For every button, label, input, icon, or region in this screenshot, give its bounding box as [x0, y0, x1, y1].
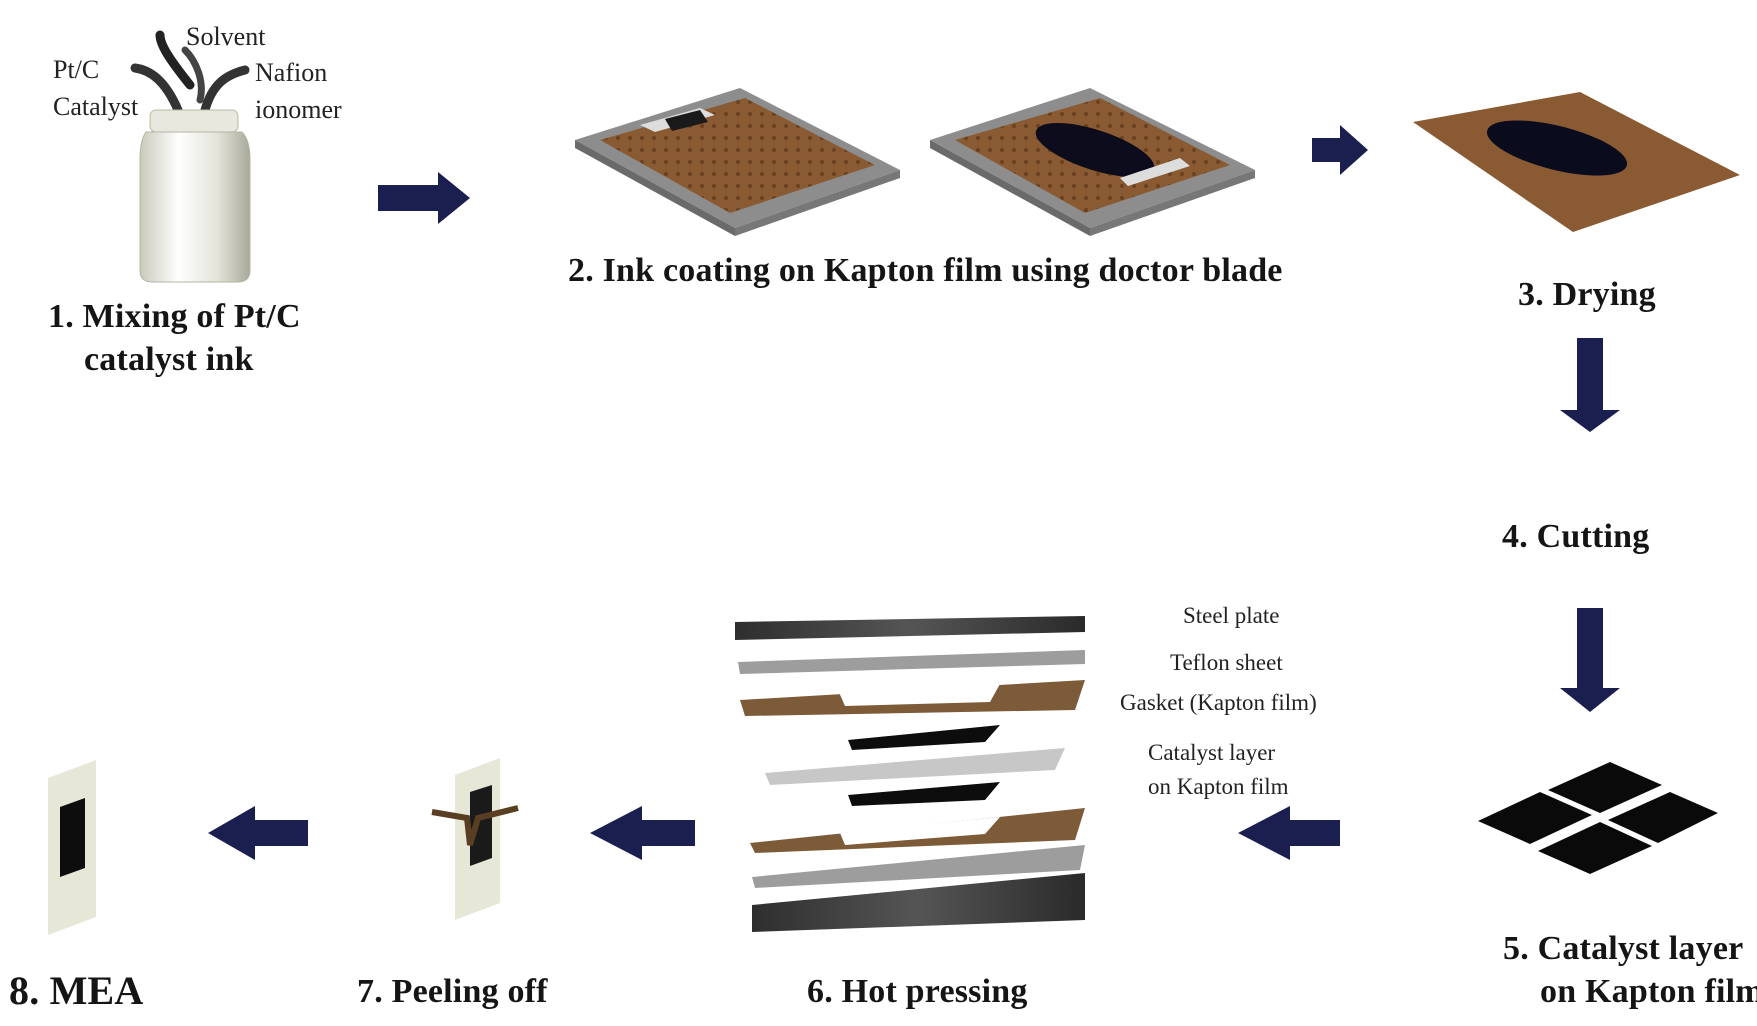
- peeling-illustration: [431, 758, 519, 920]
- mea-illustration: [48, 760, 96, 935]
- step-1-title: 1. Mixing of Pt/C: [48, 298, 301, 335]
- hot-press-stack: [735, 616, 1085, 932]
- arrow-3-to-4: [1560, 338, 1620, 432]
- ptc-label: Pt/C: [53, 55, 100, 84]
- catalyst-label: Catalyst: [53, 92, 139, 121]
- cut-catalyst-squares: [1478, 762, 1718, 874]
- catalyst-layer-label: Catalyst layer: [1148, 740, 1276, 765]
- arrow-1-to-2: [378, 172, 470, 224]
- ionomer-label: ionomer: [255, 95, 342, 124]
- gasket-label: Gasket (Kapton film): [1120, 690, 1317, 715]
- coating-plate-2: [930, 88, 1255, 236]
- steel-plate-top: [735, 616, 1085, 640]
- solvent-pipette: [155, 30, 195, 90]
- step-8-title: 8. MEA: [9, 968, 144, 1013]
- arrow-4-to-5: [1560, 608, 1620, 712]
- nafion-label: Nafion: [255, 58, 328, 87]
- on-kapton-label: on Kapton film: [1148, 774, 1289, 799]
- step-6-title: 6. Hot pressing: [807, 973, 1028, 1010]
- step-7-title: 7. Peeling off: [357, 973, 548, 1010]
- coating-plate-1: [575, 88, 900, 236]
- step-3-title: 3. Drying: [1518, 276, 1656, 313]
- nafion-pipette: [200, 65, 250, 115]
- arrow-7-to-8: [208, 806, 308, 860]
- solvent-label: Solvent: [186, 22, 266, 51]
- step-1-subtitle: catalyst ink: [84, 341, 254, 378]
- teflon-sheet-label: Teflon sheet: [1170, 650, 1283, 675]
- catalyst-pipette: [130, 63, 183, 115]
- step-2-title: 2. Ink coating on Kapton film using doct…: [568, 252, 1283, 289]
- drying-film: [1413, 92, 1740, 232]
- arrow-6-to-7: [590, 806, 695, 860]
- arrow-2-to-3: [1312, 125, 1368, 175]
- arrow-5-to-6: [1238, 806, 1340, 860]
- steel-plate-bottom: [752, 873, 1085, 932]
- jar-body: [139, 131, 251, 283]
- step-5-title: 5. Catalyst layer: [1503, 930, 1744, 967]
- step-5-subtitle: on Kapton film: [1540, 973, 1757, 1010]
- jar-illustration: [130, 30, 251, 283]
- steel-plate-label: Steel plate: [1183, 603, 1280, 628]
- step-4-title: 4. Cutting: [1502, 518, 1650, 555]
